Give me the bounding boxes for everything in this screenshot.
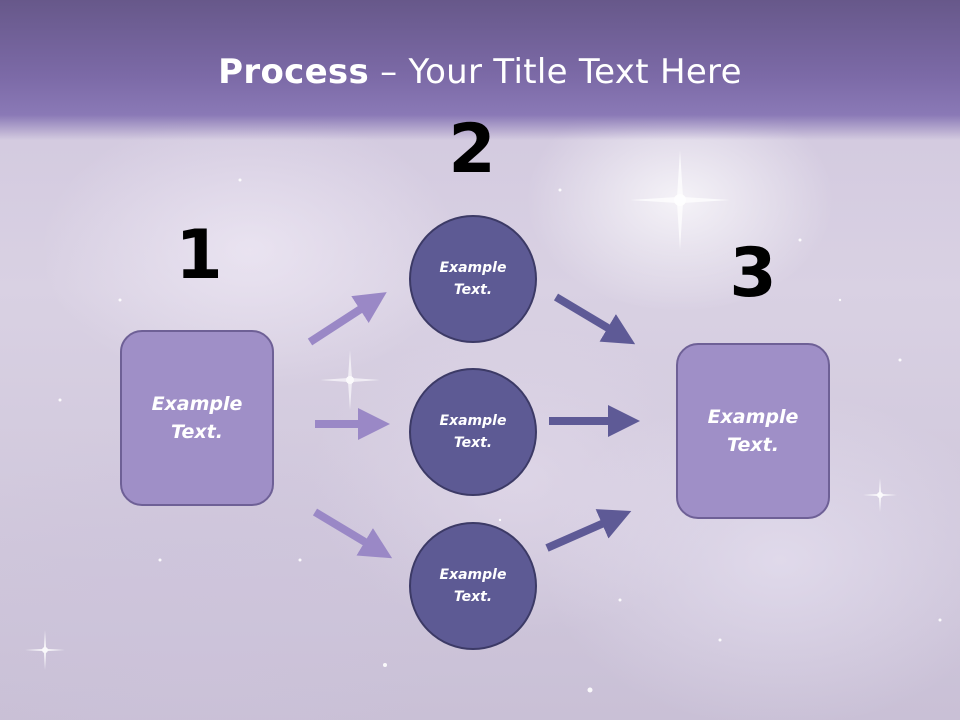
- arrow-left-to-bottom: [312, 508, 393, 559]
- arrow-bottom-to-right: [545, 509, 632, 552]
- title-rest: – Your Title Text Here: [369, 52, 742, 92]
- process-circle-middle: Example Text.: [409, 368, 537, 496]
- step-number-1: 1: [175, 216, 223, 295]
- left-process-box: Example Text.: [120, 330, 274, 506]
- step-number-3: 3: [729, 234, 777, 313]
- circle-middle-text: Example Text.: [439, 412, 507, 451]
- arrow-top-to-right: [553, 293, 636, 345]
- arrow-left-to-top: [307, 292, 387, 346]
- slide-title: Process – Your Title Text Here: [0, 52, 960, 92]
- process-circle-top: Example Text.: [409, 215, 537, 343]
- circle-top-text: Example Text.: [439, 259, 507, 298]
- title-strong: Process: [218, 52, 370, 92]
- left-box-text: Example Text.: [151, 392, 243, 444]
- process-circle-bottom: Example Text.: [409, 522, 537, 650]
- right-process-box: Example Text.: [676, 343, 830, 519]
- circle-bottom-text: Example Text.: [439, 566, 507, 605]
- right-box-text: Example Text.: [707, 405, 799, 457]
- title-band: [0, 0, 960, 140]
- step-number-2: 2: [448, 110, 496, 189]
